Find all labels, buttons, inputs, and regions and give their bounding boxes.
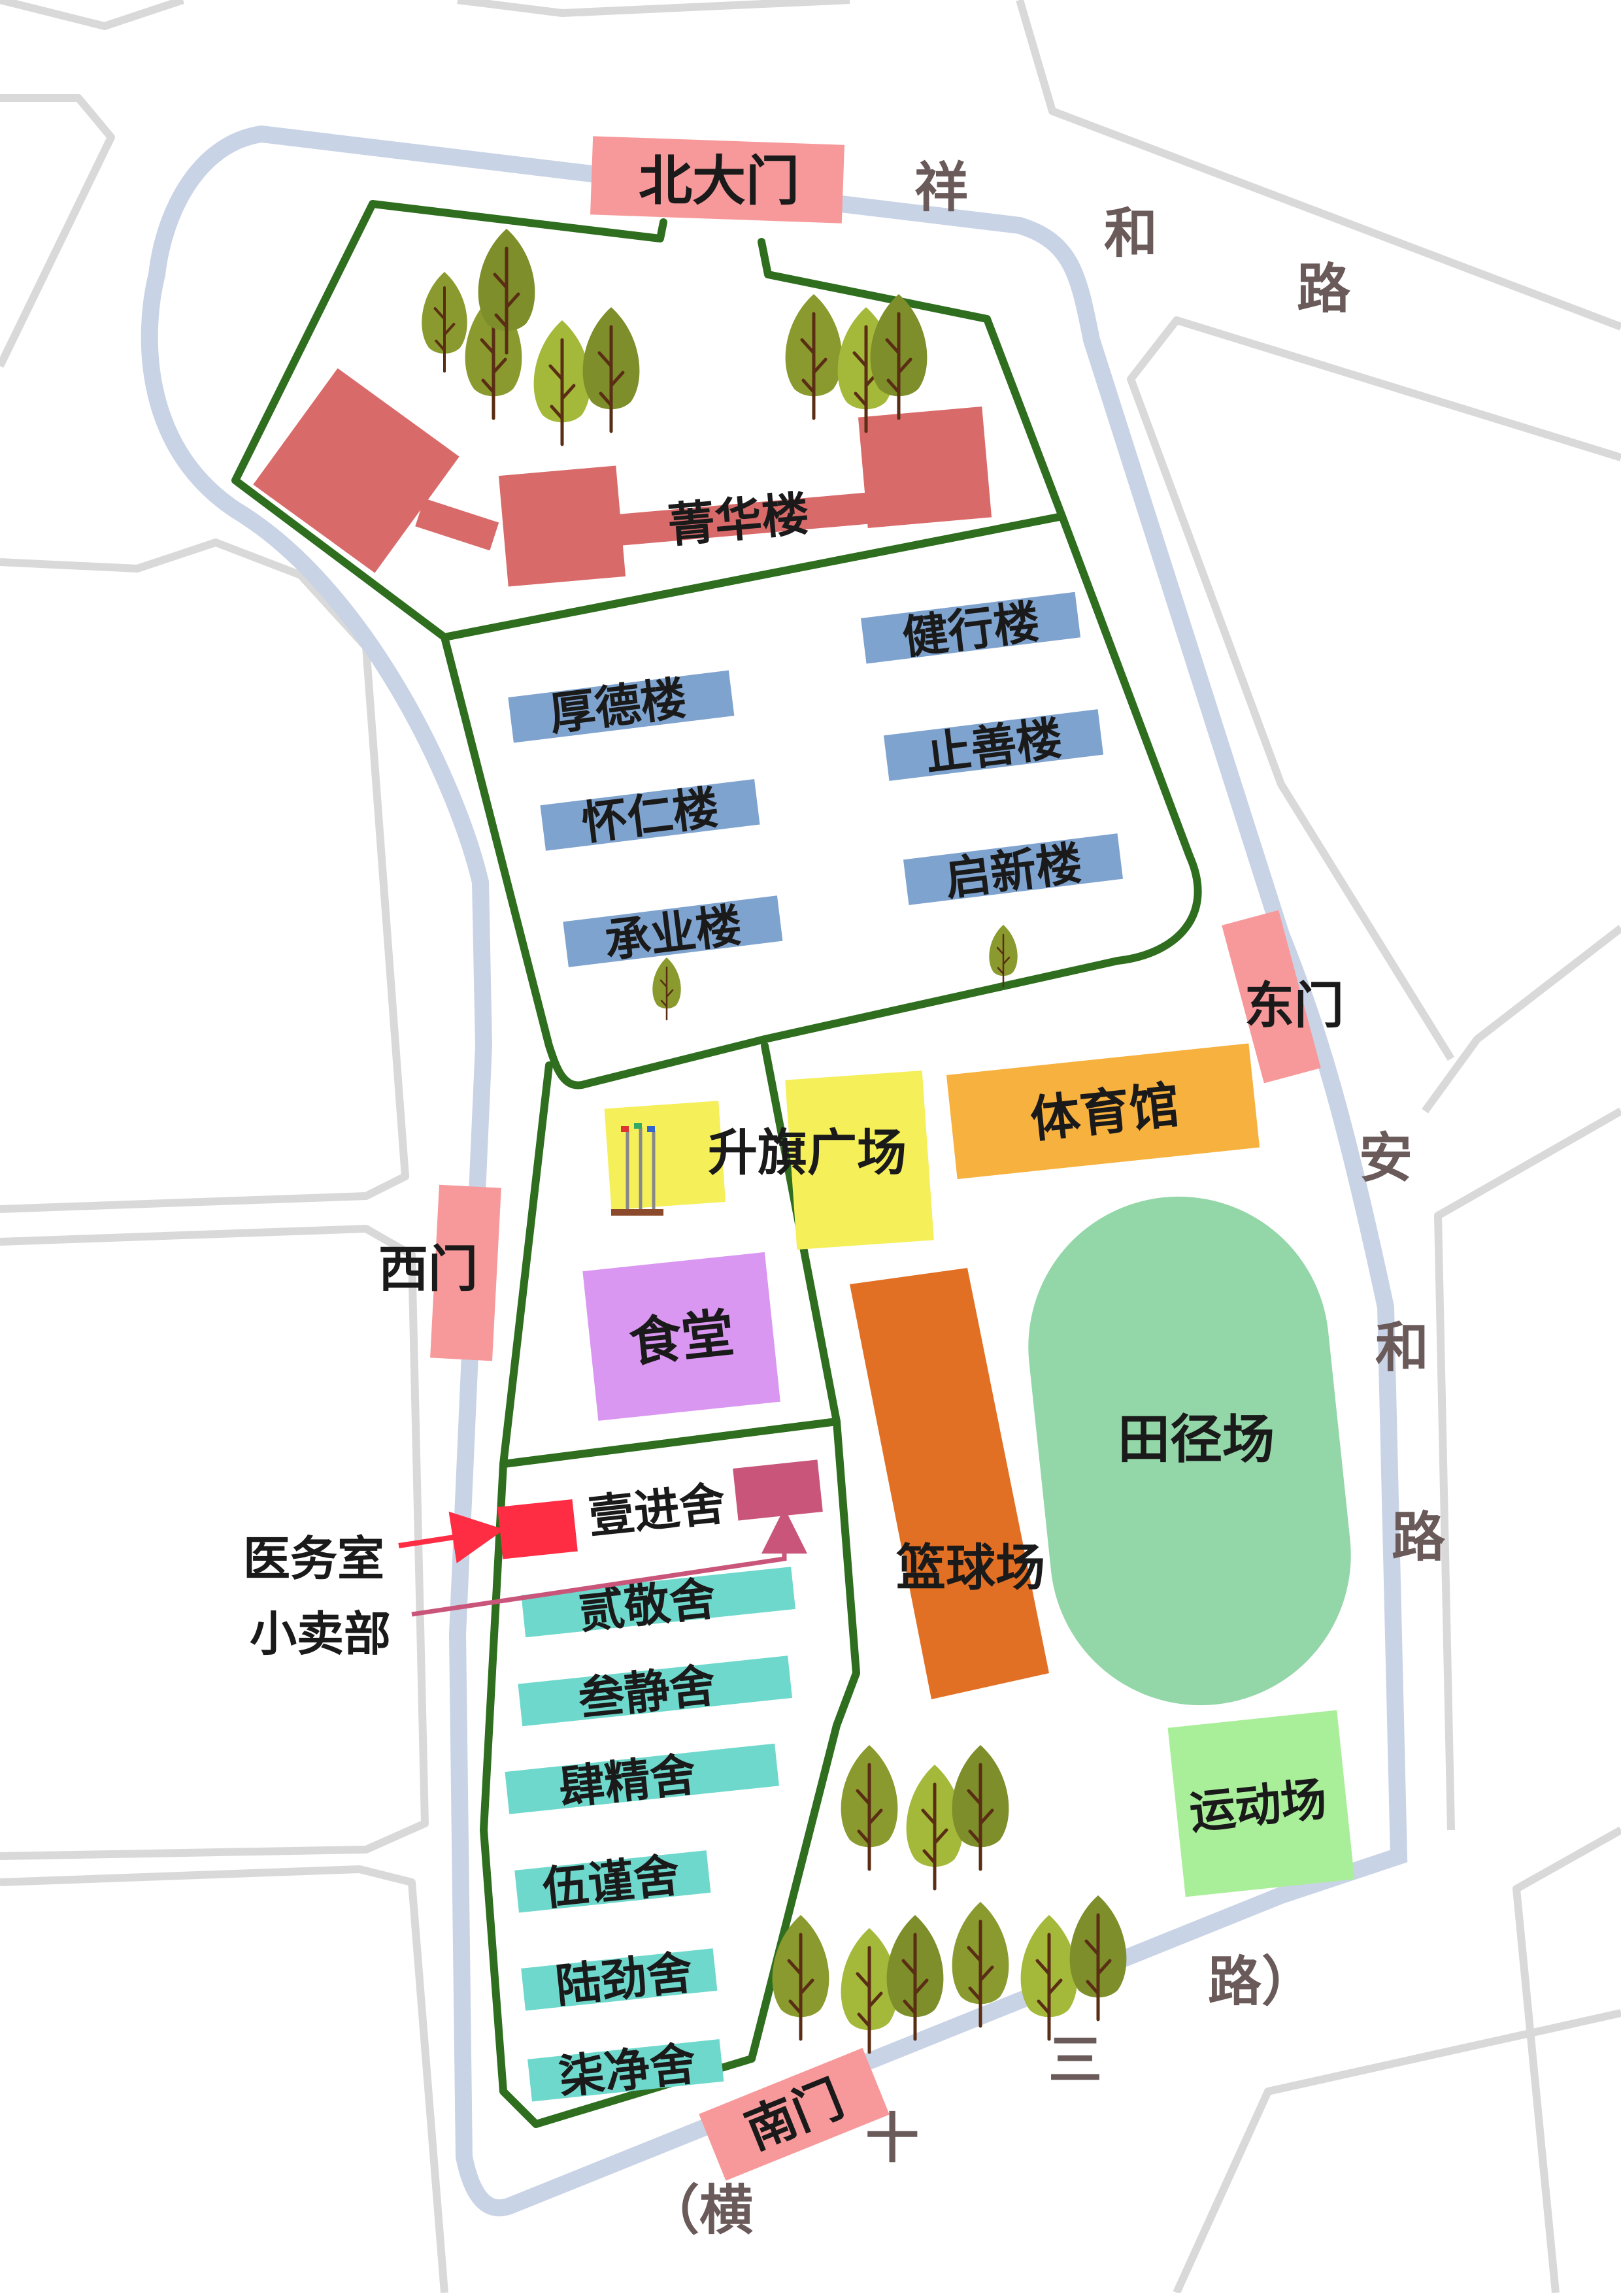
campus-boundary: [231, 200, 1202, 2128]
road-name-char: 三: [1048, 2029, 1102, 2091]
basketball-court-label: 篮球场: [896, 1539, 1045, 1597]
clinic[interactable]: [497, 1499, 578, 1559]
tree-icon: [652, 956, 682, 1021]
flag-plaza[interactable]: 升旗广场: [604, 1070, 934, 1250]
teaching-zone: [441, 512, 1202, 1090]
road-name-char: 路: [1297, 258, 1351, 320]
north-gate[interactable]: 北大门: [590, 136, 844, 224]
tree-icon: [907, 1765, 963, 1889]
dorm-label: 陆劲舍: [553, 1946, 695, 2014]
road-name-char: 祥: [914, 157, 968, 219]
tree-icon: [422, 272, 467, 371]
north-gate-label: 北大门: [639, 150, 799, 212]
tree-icon: [952, 1745, 1009, 1869]
tree-icon: [534, 320, 591, 444]
road-name-char: 和: [1375, 1317, 1429, 1379]
clinic-callout: 医务室: [243, 1511, 505, 1586]
dorm-zone: [480, 1418, 860, 2128]
teaching-building-label: 健行楼: [899, 595, 1042, 665]
shop-callout: 小卖部: [250, 1508, 807, 1661]
tree-icon: [1070, 1895, 1127, 2020]
teaching-building-1[interactable]: 厚德楼: [508, 666, 735, 746]
flag-plaza-label: 升旗广场: [708, 1123, 907, 1182]
gym[interactable]: 体育馆: [946, 1043, 1260, 1180]
dorm-4[interactable]: 肆精舍: [505, 1739, 780, 1821]
dorm-5[interactable]: 伍谨舍: [514, 1845, 711, 1918]
east-gate[interactable]: 东门: [1222, 910, 1344, 1084]
road-name-char: 路: [1392, 1506, 1446, 1569]
main-hall-label: 菁华楼: [665, 486, 811, 554]
arrow-icon: [398, 1511, 505, 1563]
tree-icon: [786, 294, 843, 418]
dorm-label: 柒净舍: [556, 2037, 698, 2105]
road-north: 祥 和 路: [914, 157, 1351, 320]
dorm-3[interactable]: 叁静舍: [518, 1650, 793, 1732]
tree-icon: [1021, 1915, 1078, 2039]
teaching-building-label: 怀仁楼: [578, 780, 721, 850]
canteen[interactable]: 食堂: [582, 1252, 780, 1421]
dorm-6[interactable]: 陆劲舍: [520, 1943, 718, 2016]
basketball-court[interactable]: 篮球场: [850, 1268, 1049, 1699]
sports-ground[interactable]: 运动场: [1167, 1710, 1355, 1897]
dorms: 壹进舍 贰敬舍 叁静舍 肆精舍 伍谨舍 陆劲舍 柒净舍: [497, 1459, 823, 2107]
tree-group-south: [773, 1745, 1127, 2052]
tree-icon: [583, 307, 640, 431]
dorm-label: 肆精舍: [556, 1748, 698, 1816]
shop-callout-label: 小卖部: [250, 1606, 391, 1661]
tree-group-north-left: [422, 229, 639, 444]
shop[interactable]: [733, 1459, 823, 1521]
road-name-char: 安: [1359, 1127, 1412, 1190]
teaching-building-3[interactable]: 承业楼: [563, 893, 784, 973]
teaching-building-label: 止善楼: [922, 711, 1065, 781]
dorm-7[interactable]: 柒净舍: [527, 2034, 724, 2107]
dorm-label: 贰敬舍: [576, 1572, 718, 1640]
road-name-char: （横: [646, 2180, 753, 2242]
tree-icon: [841, 1745, 898, 1869]
teaching-building-label: 厚德楼: [546, 671, 689, 741]
tree-icon: [988, 923, 1018, 988]
dorm-label: 叁静舍: [576, 1658, 718, 1726]
main-hall[interactable]: 菁华楼: [253, 368, 992, 587]
teaching-building-4[interactable]: 健行楼: [861, 590, 1082, 670]
clinic-callout-label: 医务室: [243, 1531, 384, 1586]
road-name-char: 十: [865, 2108, 919, 2170]
teaching-building-5[interactable]: 止善楼: [883, 707, 1104, 786]
west-gate-label: 西门: [378, 1240, 478, 1298]
east-gate-label: 东门: [1245, 976, 1344, 1035]
tree-group-north-right: [786, 294, 927, 431]
teaching-building-label: 启新楼: [942, 836, 1084, 906]
teaching-building-label: 承业楼: [602, 899, 744, 969]
track-field[interactable]: 田径场: [1013, 1182, 1365, 1720]
flagpole-icon: [611, 1123, 663, 1216]
dorm-label: 伍谨舍: [540, 1848, 682, 1916]
road-south: （横 十 三 路）: [646, 1951, 1315, 2242]
teaching-building-2[interactable]: 怀仁楼: [540, 776, 761, 856]
dorm-label: 壹进舍: [586, 1476, 727, 1544]
teaching-building-6[interactable]: 启新楼: [903, 831, 1124, 911]
road-east: 安 和 路: [1359, 1127, 1446, 1569]
road-name-char: 和: [1104, 203, 1158, 265]
arrow-icon: [411, 1508, 807, 1617]
canteen-label: 食堂: [626, 1303, 737, 1374]
tree-icon: [887, 1915, 944, 2039]
west-gate[interactable]: 西门: [378, 1184, 501, 1361]
teaching-buildings: 厚德楼 怀仁楼 承业楼 健行楼 止善楼 启新楼: [508, 590, 1124, 973]
track-field-label: 田径场: [1118, 1409, 1275, 1470]
road-name-char: 路）: [1208, 1951, 1315, 2013]
